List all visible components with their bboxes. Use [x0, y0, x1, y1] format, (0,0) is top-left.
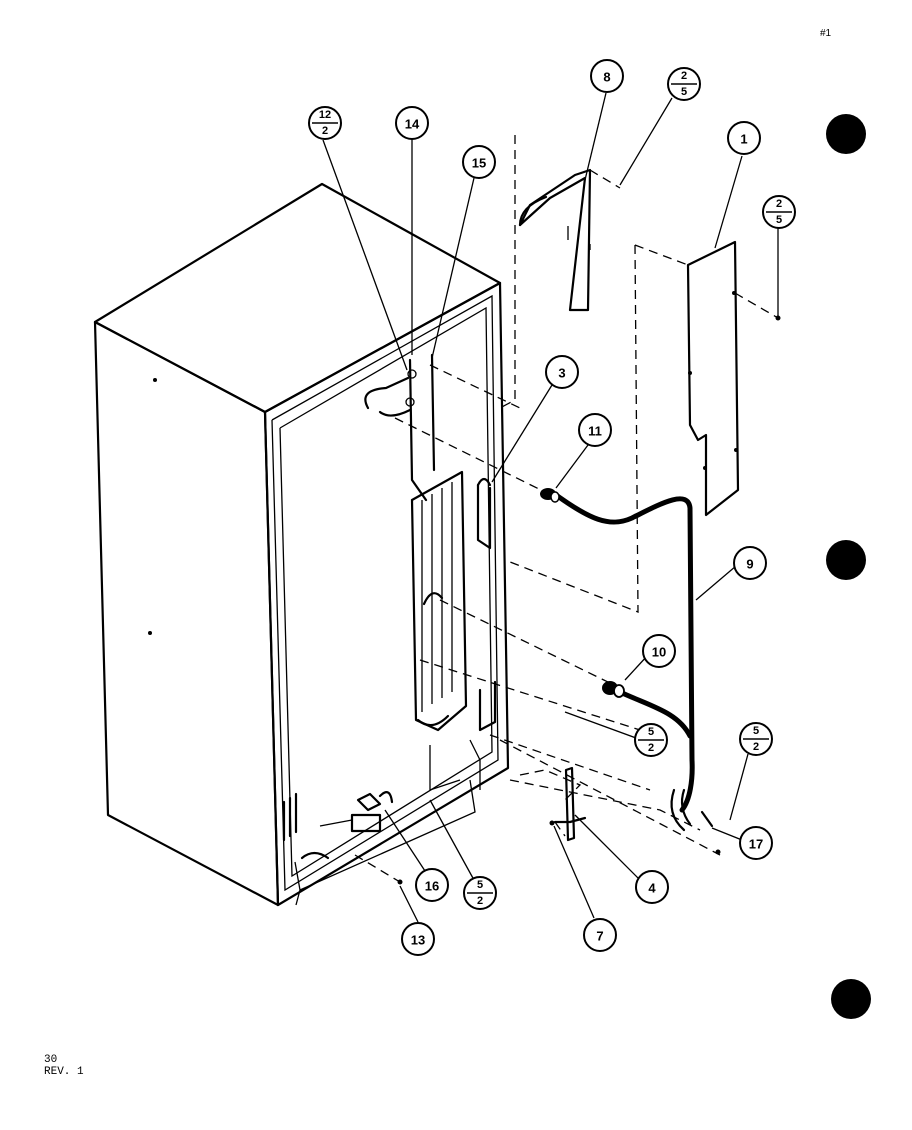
callout-11: 11: [578, 413, 612, 447]
svg-text:7: 7: [596, 929, 603, 944]
svg-text:2: 2: [322, 125, 328, 137]
callout-13: 13: [401, 922, 435, 956]
svg-text:5: 5: [648, 726, 654, 738]
cover-panel-part-1: [504, 240, 781, 613]
drain-tube-part-9: [549, 489, 721, 855]
leader-lines: [322, 92, 779, 923]
callout-3: 3: [545, 355, 579, 389]
svg-text:5: 5: [753, 725, 759, 737]
svg-text:2: 2: [477, 895, 483, 907]
fraction-callout-5-2-middle: 5 2: [634, 723, 668, 757]
svg-text:10: 10: [652, 645, 666, 660]
svg-text:13: 13: [411, 933, 425, 948]
callout-8: 8: [590, 59, 624, 93]
callout-1: 1: [727, 121, 761, 155]
page-footer: 30 REV. 1: [44, 1054, 84, 1078]
svg-text:2: 2: [681, 70, 687, 82]
callout-9: 9: [733, 546, 767, 580]
page-number: 30: [44, 1054, 58, 1066]
svg-text:12: 12: [319, 109, 331, 121]
callout-7: 7: [583, 918, 617, 952]
svg-text:15: 15: [472, 156, 486, 171]
callout-14: 14: [395, 106, 429, 140]
fraction-callout-12-2: 12 2: [308, 106, 342, 140]
svg-text:2: 2: [776, 198, 782, 210]
svg-text:17: 17: [749, 837, 763, 852]
grommet-part-11: [540, 488, 560, 503]
fraction-callout-5-2-bottom: 5 2: [463, 876, 497, 910]
callout-4: 4: [635, 870, 669, 904]
svg-text:5: 5: [681, 86, 687, 98]
upper-tubing: [364, 353, 436, 502]
condenser-coil: [410, 470, 497, 791]
svg-text:1: 1: [740, 132, 747, 147]
svg-text:11: 11: [588, 424, 602, 439]
svg-text:16: 16: [425, 879, 439, 894]
revision-label: REV. 1: [44, 1066, 84, 1078]
svg-text:5: 5: [776, 214, 782, 226]
fraction-callout-2-5-right: 2 5: [762, 195, 796, 229]
heater-loop-part-8: [499, 135, 621, 409]
callout-17: 17: [739, 826, 773, 860]
fraction-callout-2-5-top: 2 5: [667, 67, 701, 101]
svg-text:3: 3: [558, 366, 565, 381]
callout-15: 15: [462, 145, 496, 179]
svg-text:8: 8: [603, 70, 610, 85]
corner-mark: #1: [820, 28, 832, 39]
svg-text:14: 14: [405, 117, 420, 132]
callout-16: 16: [415, 868, 449, 902]
svg-text:2: 2: [648, 742, 654, 754]
svg-text:5: 5: [477, 879, 483, 891]
fraction-callout-5-2-right: 5 2: [739, 722, 773, 756]
svg-text:4: 4: [648, 881, 656, 896]
refrigerator-cabinet: [93, 182, 510, 907]
callout-10: 10: [642, 634, 676, 668]
assembly-sightlines: [394, 364, 721, 856]
grommet-part-10: [602, 681, 625, 698]
svg-text:2: 2: [753, 741, 759, 753]
binder-holes: [826, 114, 871, 1019]
svg-text:9: 9: [746, 557, 753, 572]
screw-part-7: [549, 820, 555, 826]
compressor-bracket-part-16: [300, 791, 403, 885]
